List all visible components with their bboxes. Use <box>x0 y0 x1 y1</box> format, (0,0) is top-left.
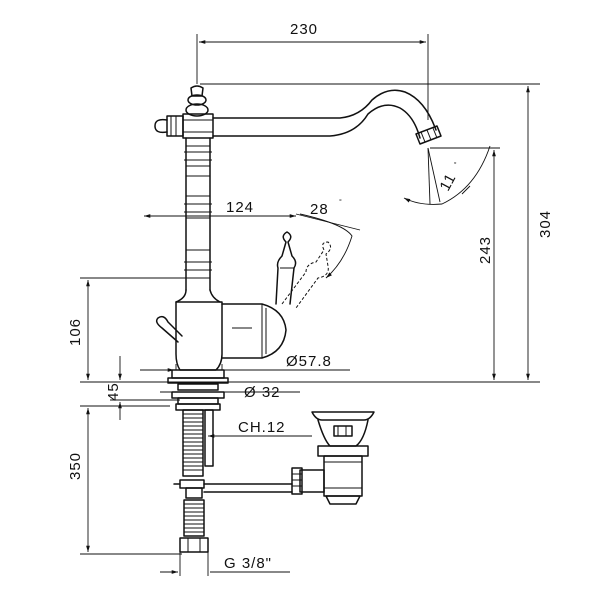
dim-243-label: 243 <box>477 236 494 264</box>
dim-32-label: Ø 32 <box>244 384 281 401</box>
angle-11-degree: ° <box>453 161 461 167</box>
dim-45-label: 45 <box>105 382 122 401</box>
angle-28-degree: ° <box>339 198 342 206</box>
ch12-label: CH.12 <box>238 419 286 436</box>
dim-57-8-label: Ø57.8 <box>286 353 332 370</box>
dimension-lines <box>80 34 540 576</box>
dim-106-label: 106 <box>67 318 84 346</box>
dim-350-label: 350 <box>67 452 84 480</box>
dim-304-label: 304 <box>537 210 554 238</box>
angle-28-label: 28 <box>310 201 329 218</box>
thread-g38-label: G 3/8" <box>224 555 272 572</box>
faucet-outline <box>154 85 442 553</box>
dim-230-label: 230 <box>290 21 318 38</box>
angle-11-label: 11 <box>437 170 460 194</box>
dim-124-label: 124 <box>226 199 254 216</box>
pop-up-waste <box>291 411 375 505</box>
dimension-labels: 230 304 243 124 28 ° 11 ° 106 Ø57.8 45 Ø… <box>67 21 554 572</box>
